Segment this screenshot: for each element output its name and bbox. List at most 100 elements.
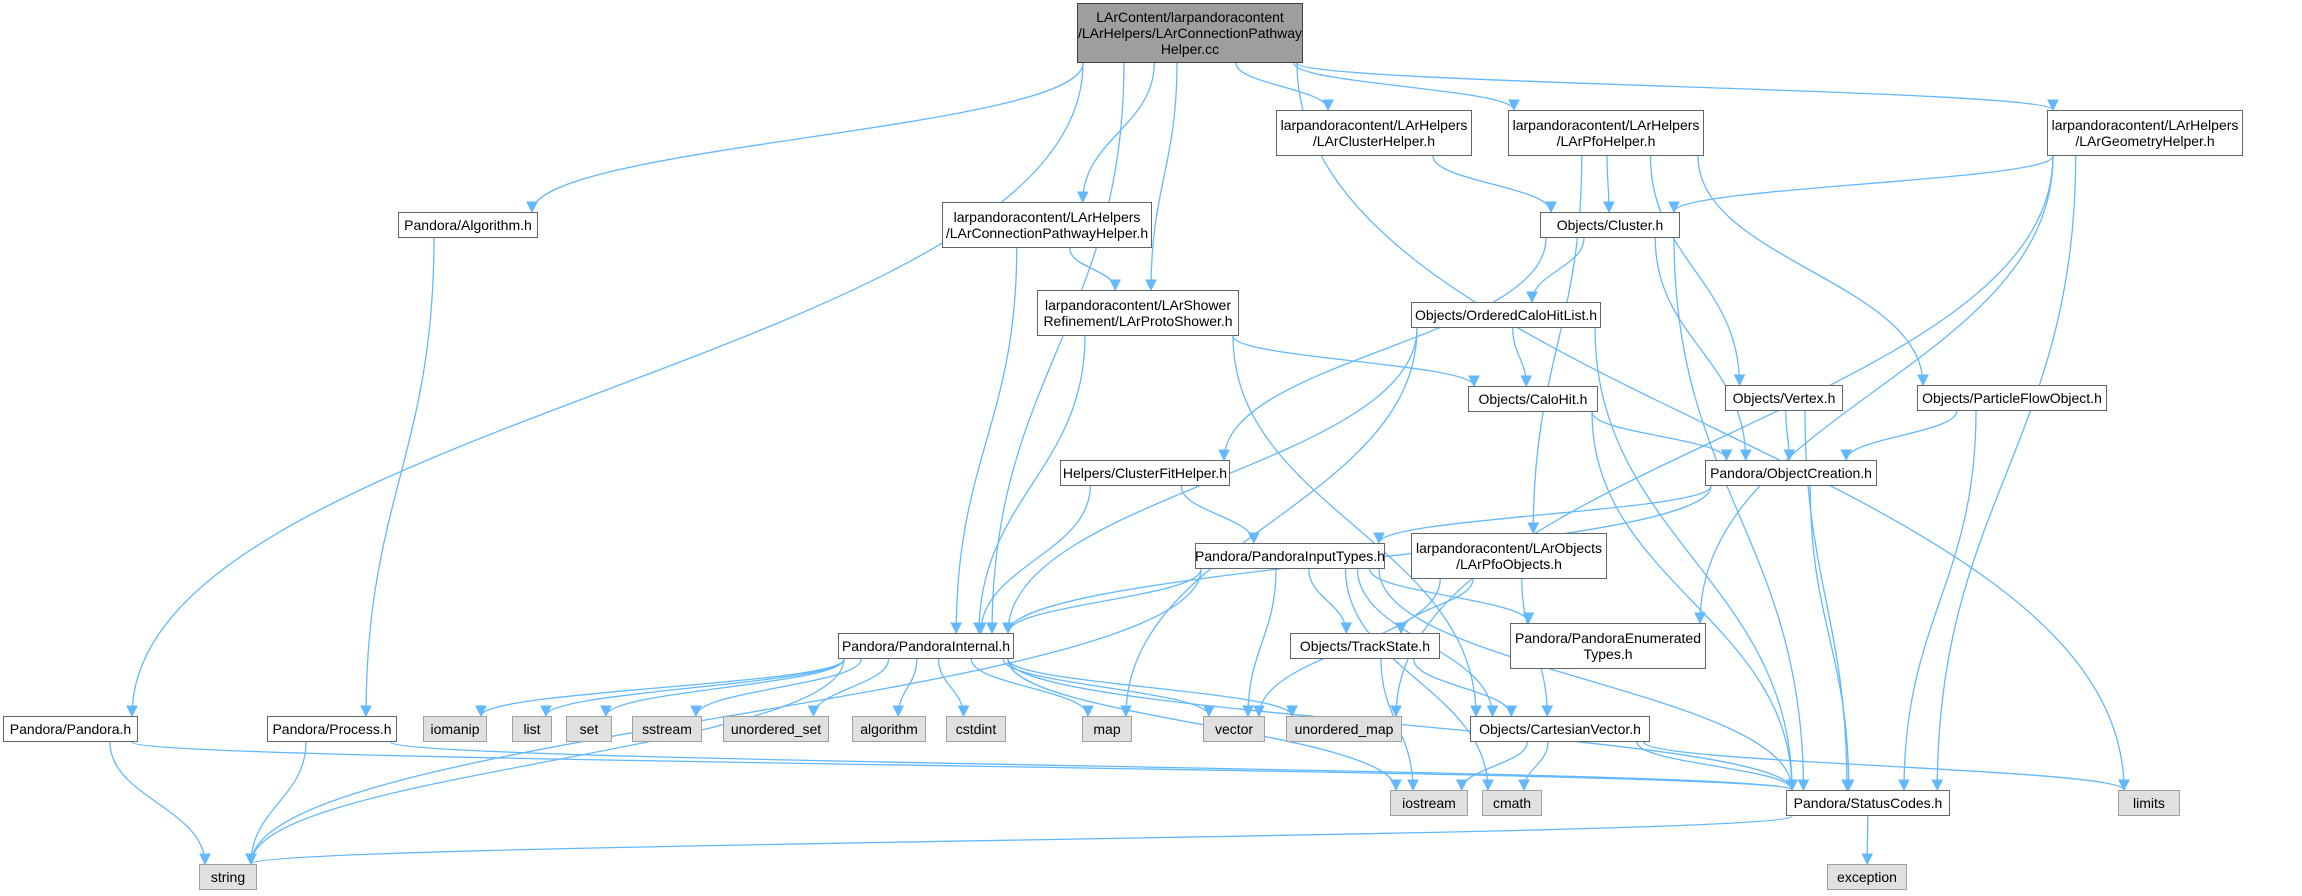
edge-root-to-pandora — [126, 62, 1084, 718]
node-cartesian[interactable]: Objects/CartesianVector.h — [1470, 716, 1650, 742]
edge-internal-to-unordered-set — [807, 658, 890, 718]
edge-internal-to-iostream — [1007, 658, 1402, 792]
edge-internal-to-algorithm-std — [892, 658, 918, 718]
node-label: Pandora/PandoraInternal.h — [841, 638, 1011, 654]
edge-root-to-clusterhelper — [1235, 62, 1334, 112]
node-connhelper[interactable]: larpandoracontent/LArHelpers/LArConnecti… — [942, 202, 1152, 248]
edge-process-to-statuscodes — [390, 741, 1798, 792]
node-internal[interactable]: Pandora/PandoraInternal.h — [838, 633, 1014, 659]
node-label: limits — [2133, 795, 2165, 811]
node-objcreation[interactable]: Pandora/ObjectCreation.h — [1705, 460, 1877, 486]
node-label: set — [579, 721, 599, 737]
edge-objcreation-to-inputtypes — [1373, 485, 1712, 545]
edge-clusterfit-to-internal — [974, 485, 1091, 635]
edge-internal-to-sstream — [690, 658, 862, 718]
node-label: unordered_map — [1294, 721, 1394, 737]
node-cstdint: cstdint — [946, 716, 1006, 742]
node-cluster[interactable]: Objects/Cluster.h — [1540, 212, 1680, 238]
node-label: cstdint — [955, 721, 997, 737]
edge-geomhelper-to-enumtypes — [1694, 155, 2054, 625]
edge-orderedcalohit-to-calohit — [1512, 327, 1533, 388]
node-clusterfit[interactable]: Helpers/ClusterFitHelper.h — [1060, 460, 1230, 486]
node-label: Objects/Vertex.h — [1732, 390, 1836, 406]
node-string: string — [199, 864, 257, 890]
edge-connhelper-to-protoshower — [1069, 247, 1122, 292]
edge-internal-to-cstdint — [937, 658, 970, 718]
node-label: Pandora/StatusCodes.h — [1793, 795, 1943, 811]
node-map: map — [1082, 716, 1132, 742]
edge-orderedcalohit-to-statuscodes — [1594, 327, 1798, 792]
node-sstream: sstream — [632, 716, 702, 742]
edge-root-to-pfohelper — [1293, 62, 1520, 112]
node-label: Objects/ParticleFlowObject.h — [1922, 390, 2102, 406]
node-inputtypes[interactable]: Pandora/PandoraInputTypes.h — [1195, 543, 1385, 569]
node-label: larpandoracontent/LArHelpers/LArPfoHelpe… — [1512, 117, 1700, 149]
edge-internal-to-set — [600, 658, 845, 718]
node-label: iostream — [1402, 795, 1456, 811]
edge-internal-to-iomanip — [475, 658, 845, 718]
node-label: string — [210, 869, 246, 885]
edge-geomhelper-to-cluster — [1668, 155, 2054, 214]
edge-cartesian-to-cmath — [1518, 741, 1549, 792]
edge-root-to-internal — [986, 62, 1125, 635]
edge-inputtypes-to-statuscodes — [1378, 568, 1798, 792]
node-pandora[interactable]: Pandora/Pandora.h — [3, 716, 138, 742]
node-label: Pandora/Process.h — [272, 721, 392, 737]
node-exception: exception — [1827, 864, 1907, 890]
node-label: LArContent/larpandoracontent/LArHelpers/… — [1077, 9, 1303, 57]
edge-protoshower-to-internal — [973, 335, 1086, 635]
edge-trackstate-to-cartesian — [1413, 658, 1518, 718]
node-label: Objects/OrderedCaloHitList.h — [1414, 307, 1598, 323]
node-label: larpandoracontent/LArHelpers/LArConnecti… — [945, 209, 1149, 241]
node-list: list — [512, 716, 552, 742]
node-pfo[interactable]: Objects/ParticleFlowObject.h — [1917, 385, 2107, 411]
edge-process-to-string — [245, 741, 307, 866]
node-geomhelper[interactable]: larpandoracontent/LArHelpers/LArGeometry… — [2047, 110, 2243, 156]
node-trackstate[interactable]: Objects/TrackState.h — [1290, 633, 1440, 659]
edge-root-to-algorithm — [526, 62, 1084, 214]
edge-inputtypes-to-enumtypes — [1368, 568, 1535, 625]
node-root[interactable]: LArContent/larpandoracontent/LArHelpers/… — [1077, 3, 1303, 63]
node-pfohelper[interactable]: larpandoracontent/LArHelpers/LArPfoHelpe… — [1508, 110, 1704, 156]
edge-pandora-to-string — [109, 741, 211, 866]
node-orderedcalohit[interactable]: Objects/OrderedCaloHitList.h — [1411, 302, 1601, 328]
edge-inputtypes-to-cmath — [1344, 568, 1494, 792]
node-label: Pandora/PandoraInputTypes.h — [1195, 548, 1385, 564]
node-process[interactable]: Pandora/Process.h — [267, 716, 397, 742]
edge-cluster-to-statuscodes — [1673, 237, 1810, 792]
edge-clusterfit-to-inputtypes — [1180, 485, 1260, 545]
edge-cartesian-to-iostream — [1455, 741, 1528, 792]
edge-internal-to-unordered-map — [1007, 658, 1298, 718]
edge-cartesian-to-statuscodes — [1636, 741, 1798, 792]
node-label: larpandoracontent/LArHelpers/LArGeometry… — [2051, 117, 2239, 149]
node-pfoobjects[interactable]: larpandoracontent/LArObjects/LArPfoObjec… — [1411, 533, 1607, 579]
edge-root-to-geomhelper — [1296, 62, 2059, 112]
edge-clusterhelper-to-cluster — [1432, 155, 1557, 214]
node-cmath: cmath — [1482, 790, 1542, 816]
node-vertex[interactable]: Objects/Vertex.h — [1725, 385, 1843, 411]
node-label: unordered_set — [730, 721, 822, 737]
node-label: iomanip — [430, 721, 480, 737]
node-label: algorithm — [860, 721, 918, 737]
node-statuscodes[interactable]: Pandora/StatusCodes.h — [1786, 790, 1950, 816]
node-set: set — [566, 716, 612, 742]
node-clusterhelper[interactable]: larpandoracontent/LArHelpers/LArClusterH… — [1276, 110, 1472, 156]
node-vector: vector — [1203, 716, 1265, 742]
node-algorithm[interactable]: Pandora/Algorithm.h — [398, 212, 538, 238]
node-calohit[interactable]: Objects/CaloHit.h — [1468, 386, 1598, 412]
node-label: map — [1093, 721, 1121, 737]
node-label: Objects/TrackState.h — [1299, 638, 1431, 654]
edge-pfohelper-to-pfo — [1697, 155, 1929, 387]
node-label: Objects/CaloHit.h — [1478, 391, 1588, 407]
edge-pandora-to-statuscodes — [131, 741, 1798, 792]
edge-objcreation-to-statuscodes — [1809, 485, 1855, 792]
node-label: Pandora/ObjectCreation.h — [1710, 465, 1872, 481]
edge-statuscodes-to-string — [245, 815, 1793, 866]
edge-internal-to-list — [540, 658, 845, 718]
edge-inputtypes-to-trackstate — [1308, 568, 1353, 635]
edge-root-to-limits — [1296, 62, 2130, 792]
